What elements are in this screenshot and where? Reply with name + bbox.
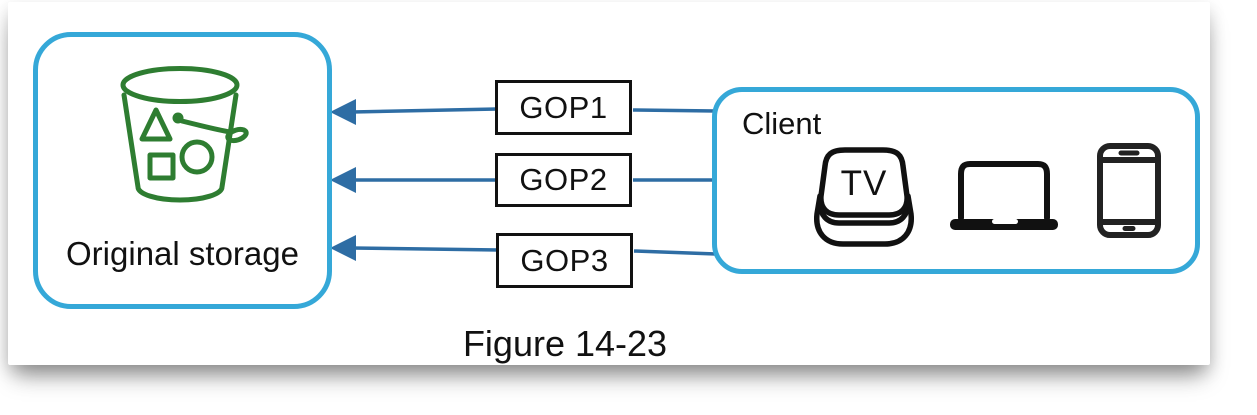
apple-tv-icon: TV <box>814 147 914 247</box>
original-storage-label: Original storage <box>66 235 299 272</box>
s3-bucket-icon <box>120 66 249 203</box>
figure-caption: Figure 14-23 <box>462 323 668 364</box>
gop2-label: GOP2 <box>519 162 608 197</box>
original-storage-box <box>33 32 332 309</box>
client-box <box>712 87 1200 274</box>
gop1-box: GOP1 <box>495 80 632 135</box>
laptop-icon <box>950 161 1058 230</box>
gop1-label: GOP1 <box>519 89 608 125</box>
gop3-box: GOP3 <box>496 233 633 288</box>
gop2-box: GOP2 <box>495 153 632 207</box>
smartphone-icon <box>1097 143 1161 238</box>
tv-icon-text: TV <box>841 164 888 203</box>
client-label: Client <box>742 106 822 141</box>
gop3-label: GOP3 <box>520 242 609 278</box>
